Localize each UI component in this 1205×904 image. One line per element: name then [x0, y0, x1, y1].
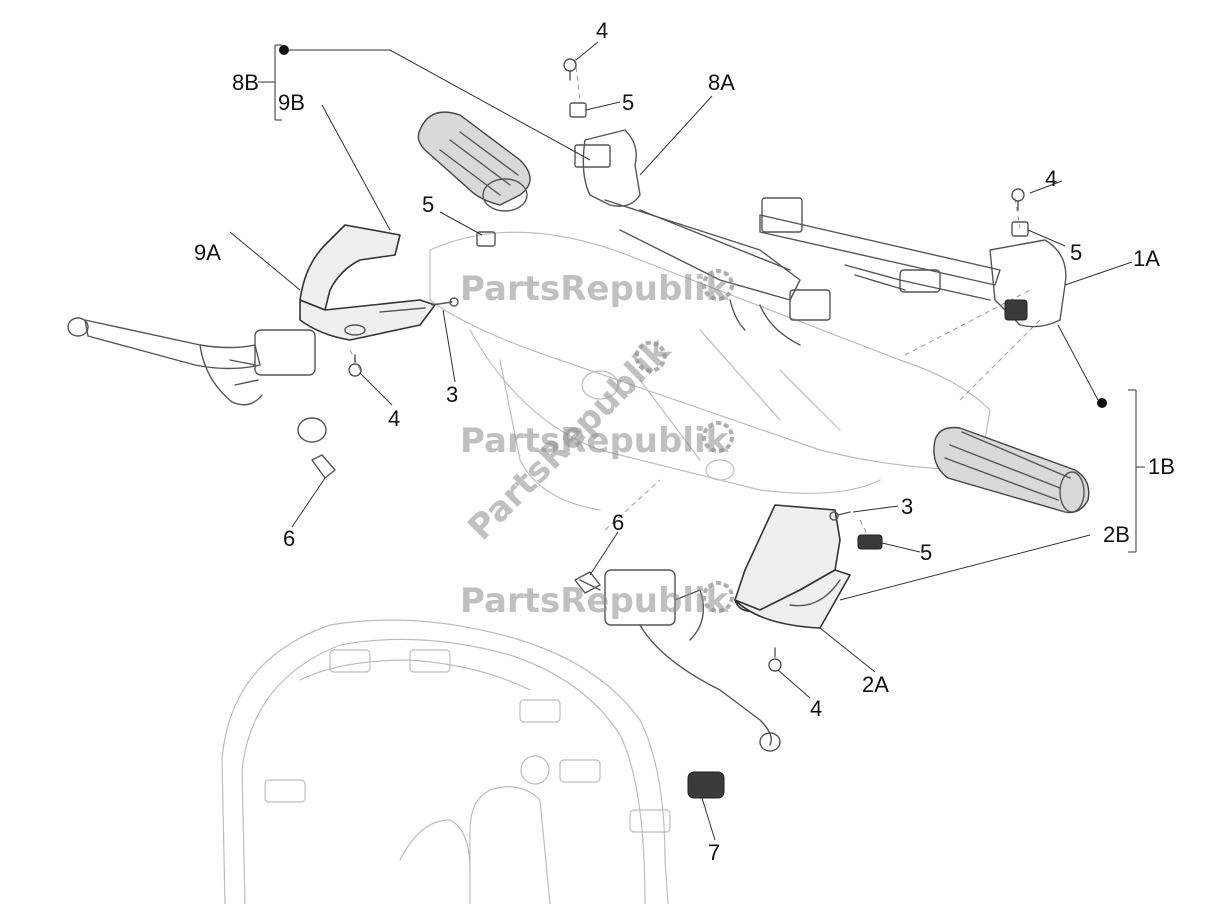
- callout-1B: 1B: [1148, 454, 1175, 479]
- watermark-middle: PartsRepublik: [460, 421, 734, 461]
- left-switch-assembly: [574, 129, 831, 346]
- left-cover: [299, 224, 436, 341]
- callout-8A: 8A: [708, 70, 735, 95]
- bullet-dot-icon: [279, 45, 289, 55]
- callout-7: 7: [708, 840, 720, 865]
- right-grip: [933, 426, 1090, 514]
- callout-5-top: 5: [622, 90, 634, 115]
- right-switch-assembly: [759, 197, 1067, 328]
- callout-9B: 9B: [278, 90, 305, 115]
- gear-icon: [702, 269, 734, 301]
- watermark-text: PartsRepublik: [460, 581, 730, 621]
- callout-4-top: 4: [596, 18, 608, 43]
- gear-icon: [702, 581, 734, 613]
- leader-lines: [229, 41, 1145, 841]
- callout-2A: 2A: [862, 672, 889, 697]
- right-cover: [734, 504, 851, 629]
- watermark-bottom: PartsRepublik: [460, 581, 734, 621]
- left-grip: [417, 111, 531, 212]
- callout-4-topright: 4: [1045, 166, 1057, 191]
- gear-icon: [702, 421, 734, 453]
- callout-1A: 1A: [1133, 246, 1160, 271]
- watermark-text: PartsRepublik: [460, 269, 730, 309]
- callout-6-center: 6: [612, 510, 624, 535]
- watermark-text: PartsRepublik: [460, 421, 730, 461]
- callout-3-left: 3: [446, 382, 458, 407]
- callout-5-lower: 5: [920, 540, 932, 565]
- watermark-top: PartsRepublik: [460, 269, 734, 309]
- callout-8B: 8B: [232, 70, 259, 95]
- callout-2B: 2B: [1103, 522, 1130, 547]
- bullet-dot-icon: [1097, 398, 1107, 408]
- legshield-outline: [221, 619, 671, 904]
- left-brake-lever: [67, 317, 327, 443]
- callout-4-left: 4: [388, 406, 400, 431]
- right-brake-lever: [579, 569, 781, 752]
- callout-3-right: 3: [901, 494, 913, 519]
- callout-6-left: 6: [283, 526, 295, 551]
- callout-9A: 9A: [194, 240, 221, 265]
- callout-4-bottom: 4: [810, 696, 822, 721]
- callout-5-left: 5: [422, 192, 434, 217]
- gear-icon: [634, 340, 667, 373]
- callout-labels: 8B 9B 9A 4 5 8A 5 4 5 1A 1B 3 4 6 3 2B 6…: [194, 18, 1175, 865]
- callout-5-right: 5: [1070, 240, 1082, 265]
